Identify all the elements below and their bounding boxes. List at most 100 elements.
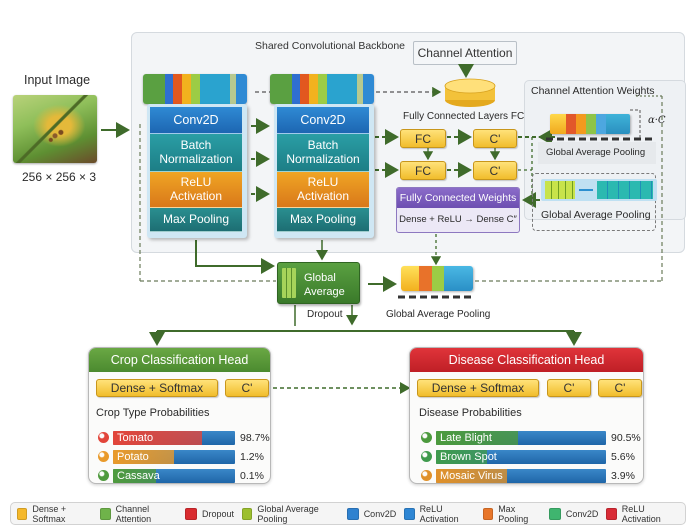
probability-bar: Brown Spot [436,450,606,464]
class-name: Late Blight [440,432,492,444]
class-name: Potato [117,451,149,463]
crop-head-title: Crop Classification Head [89,348,270,372]
probability-bar: Potato [113,450,235,464]
probability-bar-fill [436,450,487,464]
gap-label-1: Global Average Pooling [538,142,656,164]
probability-value: 1.2% [240,451,264,463]
legend-item: Dropout [184,507,235,520]
max-pooling-layer: Max Pooling [277,208,369,232]
feature-channel [327,74,353,104]
feature-channel [200,74,226,104]
fc-node-1: FC [400,129,446,148]
legend-item: Conv2D [548,507,599,520]
legend-label: Dense + Softmax [32,503,67,524]
conv2d-layer: Conv2D [150,107,242,134]
class-name: Brown Spot [440,451,497,463]
probability-row: Late Blight 90.5% [410,431,643,445]
crop-dense-softmax: Dense + Softmax [96,379,218,397]
conv2d-layer: Conv2D [277,107,369,134]
fc-cylinder-icon [444,78,496,107]
legend-swatch [404,507,415,520]
global-average-block: Global Average [277,262,360,304]
feature-channel [182,74,191,104]
potato-icon [98,451,109,462]
disease-head-title: Disease Classification Head [410,348,643,372]
feature-channel [292,74,300,104]
class-name: Cassava [117,470,160,482]
legend-label: Conv2D [565,508,599,519]
legend-item: ReLU Activation [404,504,475,524]
batch-norm-layer: Batch Normalization [277,134,369,172]
class-name: Tomato [117,432,154,444]
probability-bar-fill [436,469,508,483]
gap-dashed-box [532,173,656,231]
probability-row: Cassava 0.1% [89,469,270,483]
legend-label: Max Pooling [498,503,529,524]
relu-layer: ReLU Activation [277,172,369,208]
legend-swatch [17,507,28,520]
attention-weight-vector [550,114,630,134]
input-channel-blocks [545,181,575,199]
feature-channel [191,74,200,104]
gap-label-2: Global Average Pooling [541,209,651,221]
feature-channel [300,74,309,104]
feature-channel [173,74,182,104]
legend-label: ReLU Activation [621,503,661,524]
disease-c-prime-2: C' [598,379,642,397]
disease-c-prime-1: C' [547,379,591,397]
conv-block-2: Conv2D Batch Normalization ReLU Activati… [270,74,374,240]
channel-attention-box: Channel Attention [413,41,517,65]
legend-label: Channel Attention [115,503,152,524]
leaf-input-image [13,95,97,163]
legend-label: ReLU Activation [419,503,459,524]
conv-block-1: Conv2D Batch Normalization ReLU Activati… [143,74,247,240]
fc-node-2: FC [400,161,446,180]
alpha-c-label: α·C [648,115,666,126]
disease-classification-head: Disease Classification Head Dense + Soft… [409,347,644,484]
legend-label: Dropout [201,508,235,519]
gap-label-3: Global Average Pooling [386,309,491,320]
c-prime-node-2: C' [473,161,517,180]
legend-swatch [548,507,561,520]
relu-layer: ReLU Activation [150,172,242,208]
fully-connected-weights-box: Fully Connected Weights Dense + ReLU → D… [396,187,520,233]
feature-map-2 [270,74,374,104]
probability-row: Potato 1.2% [89,450,270,464]
legend-swatch [482,507,494,520]
crop-c-prime: C' [225,379,269,397]
batch-norm-layer: Batch Normalization [150,134,242,172]
feature-channel [357,74,363,104]
probability-value: 0.1% [240,470,264,482]
probability-bar-fill [113,469,156,483]
backbone-title: Shared Convolutional Backbone [255,40,406,52]
input-image-title: Input Image [24,73,91,87]
global-average-line1: Global [304,272,336,284]
fcw-subtitle: Dense + ReLU → Dense C″ [399,214,517,225]
probability-bar-fill [113,431,203,445]
input-dims: 256 × 256 × 3 [22,170,97,184]
probability-value: 98.7% [240,432,270,444]
probability-value: 90.5% [611,432,641,444]
global-average-line2: Average [304,286,345,299]
fc-layers-label: Fully Connected Layers FC [403,111,525,122]
probability-value: 3.9% [611,470,635,482]
disease-prob-title: Disease Probabilities [419,407,522,419]
legend-item: Conv2D [346,507,396,520]
legend-item: Channel Attention [100,504,177,524]
output-channel-blocks [597,181,653,199]
brown-spot-icon [421,451,432,462]
late-blight-icon [421,432,432,443]
pooled-feature-vector [401,266,473,291]
feature-channel [226,74,230,104]
feature-channel [318,74,327,104]
c-prime-node-1: C' [473,129,517,148]
probability-bar-fill [113,450,174,464]
feature-channel [236,74,247,104]
probability-bar: Cassava [113,469,235,483]
disease-dense-softmax: Dense + Softmax [417,379,539,397]
legend-item: Max Pooling [482,503,541,524]
max-pooling-layer: Max Pooling [150,208,242,232]
